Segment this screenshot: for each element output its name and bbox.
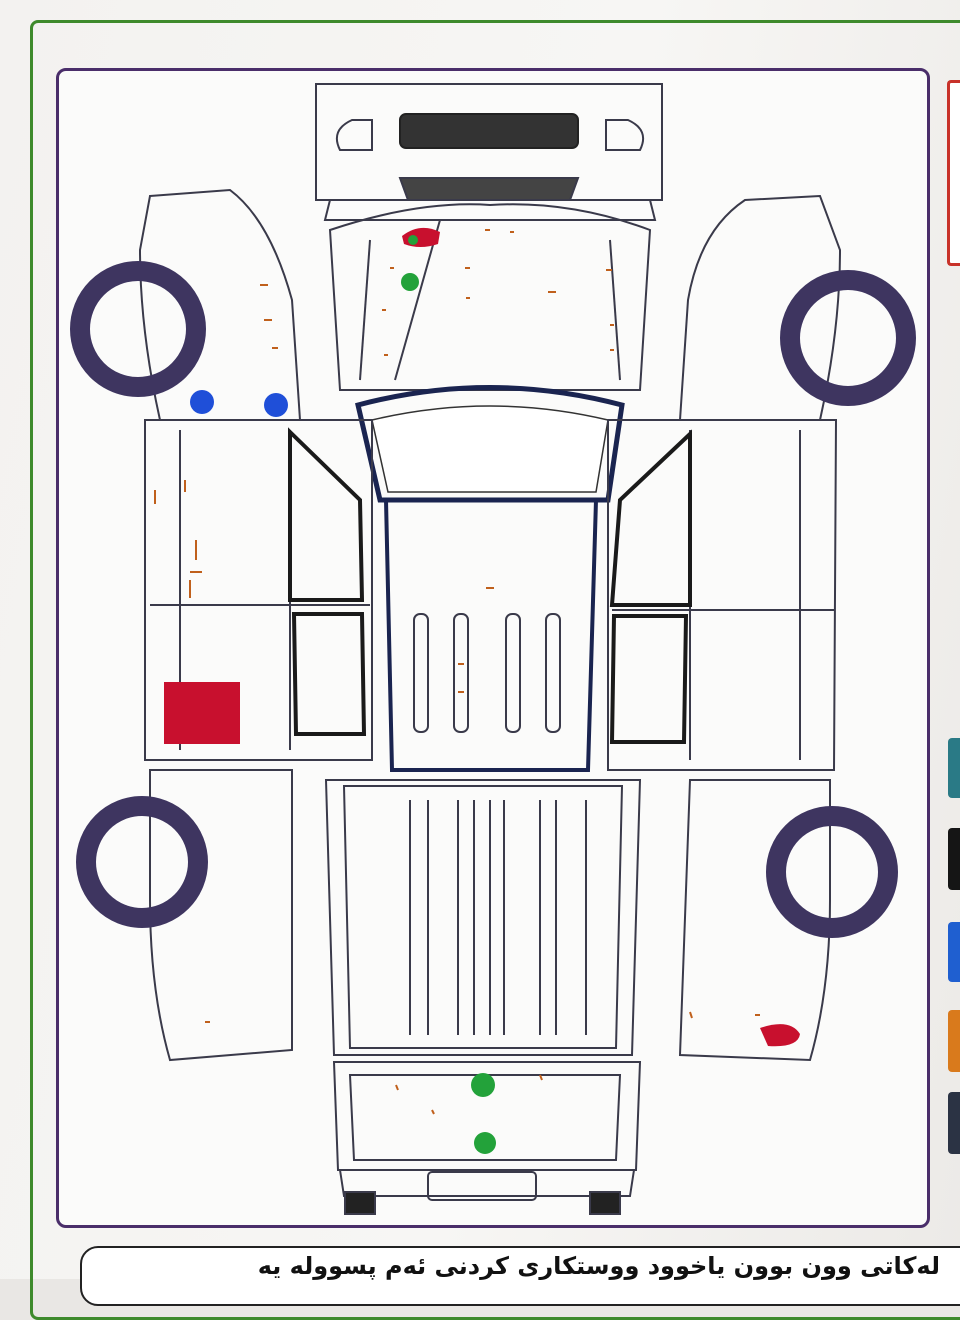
marker-blue-2 bbox=[264, 393, 288, 417]
right-side bbox=[607, 194, 842, 1062]
marker-green-2 bbox=[471, 1073, 495, 1097]
rear-view bbox=[332, 1061, 642, 1215]
legend-tab-red-outline bbox=[947, 80, 960, 266]
marker-red-hood bbox=[402, 227, 440, 247]
left-side bbox=[138, 188, 373, 1062]
marker-red-small bbox=[760, 1024, 800, 1047]
tire-front-right bbox=[780, 270, 916, 406]
legend-tab-dark bbox=[948, 1092, 960, 1154]
marker-blue-1 bbox=[190, 390, 214, 414]
tire-front-left bbox=[70, 261, 206, 397]
scratch-marks bbox=[154, 229, 760, 1115]
hood bbox=[328, 203, 652, 391]
damage-markers bbox=[154, 227, 800, 1154]
windshield bbox=[355, 385, 625, 503]
marker-green-3 bbox=[474, 1132, 496, 1154]
marker-green-hood bbox=[408, 235, 418, 245]
legend-tab-teal bbox=[948, 738, 960, 798]
marker-green-1 bbox=[401, 273, 419, 291]
roof bbox=[383, 498, 599, 772]
marker-red-area bbox=[164, 682, 240, 744]
legend-tab-black bbox=[948, 828, 960, 890]
front-view bbox=[315, 83, 663, 221]
truck-bed bbox=[324, 779, 642, 1056]
car-damage-diagram bbox=[70, 83, 916, 1215]
legend-tab-orange bbox=[948, 1010, 960, 1072]
legend-tab-blue bbox=[948, 922, 960, 982]
tire-rear-right bbox=[766, 806, 898, 938]
tires bbox=[70, 261, 916, 938]
tire-rear-left bbox=[76, 796, 208, 928]
footer-note-text: لەکاتی وون بوون یاخوود ووستکاری کردنی ئە… bbox=[257, 1252, 940, 1280]
